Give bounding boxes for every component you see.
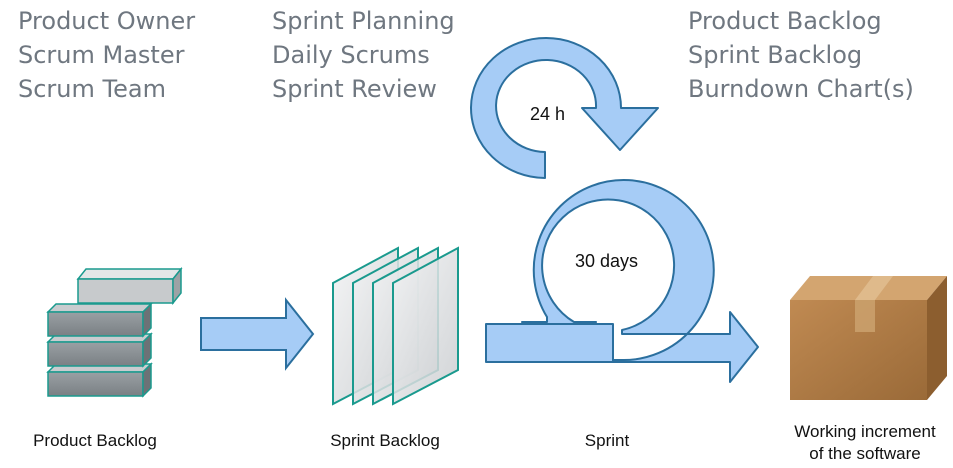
ceremonies-column: Sprint Planning Daily Scrums Sprint Revi… [272,4,455,106]
working-increment-caption: Working increment of the software [770,421,953,465]
daily-cycle-label: 24 h [530,104,565,124]
product-backlog-stack-icon [46,266,183,398]
artifact-product-backlog: Product Backlog [688,7,882,35]
sprint-cycle-arrow-icon [470,37,759,383]
sprint-caption: Sprint [584,431,630,450]
ceremony-daily-scrums: Daily Scrums [272,41,430,69]
working-increment-caption-line1: Working increment [794,422,936,441]
ceremony-sprint-review: Sprint Review [272,75,437,103]
artifact-sprint-backlog: Sprint Backlog [688,41,863,69]
working-increment-caption-line2: of the software [809,444,921,463]
product-backlog-caption: Product Backlog [33,431,157,450]
sprint-backlog-sheets-icon [332,246,459,406]
ceremony-sprint-planning: Sprint Planning [272,7,455,35]
arrow-right-icon-1 [200,297,315,371]
artifact-burndown-charts: Burndown Chart(s) [688,75,914,103]
roles-column: Product Owner Scrum Master Scrum Team [18,4,195,106]
role-scrum-team: Scrum Team [18,75,166,103]
artifacts-column: Product Backlog Sprint Backlog Burndown … [688,4,914,106]
sprint-backlog-caption: Sprint Backlog [330,431,440,450]
shipping-box-icon [790,276,947,400]
role-scrum-master: Scrum Master [18,41,185,69]
role-product-owner: Product Owner [18,7,196,35]
sprint-cycle-label: 30 days [575,251,638,271]
